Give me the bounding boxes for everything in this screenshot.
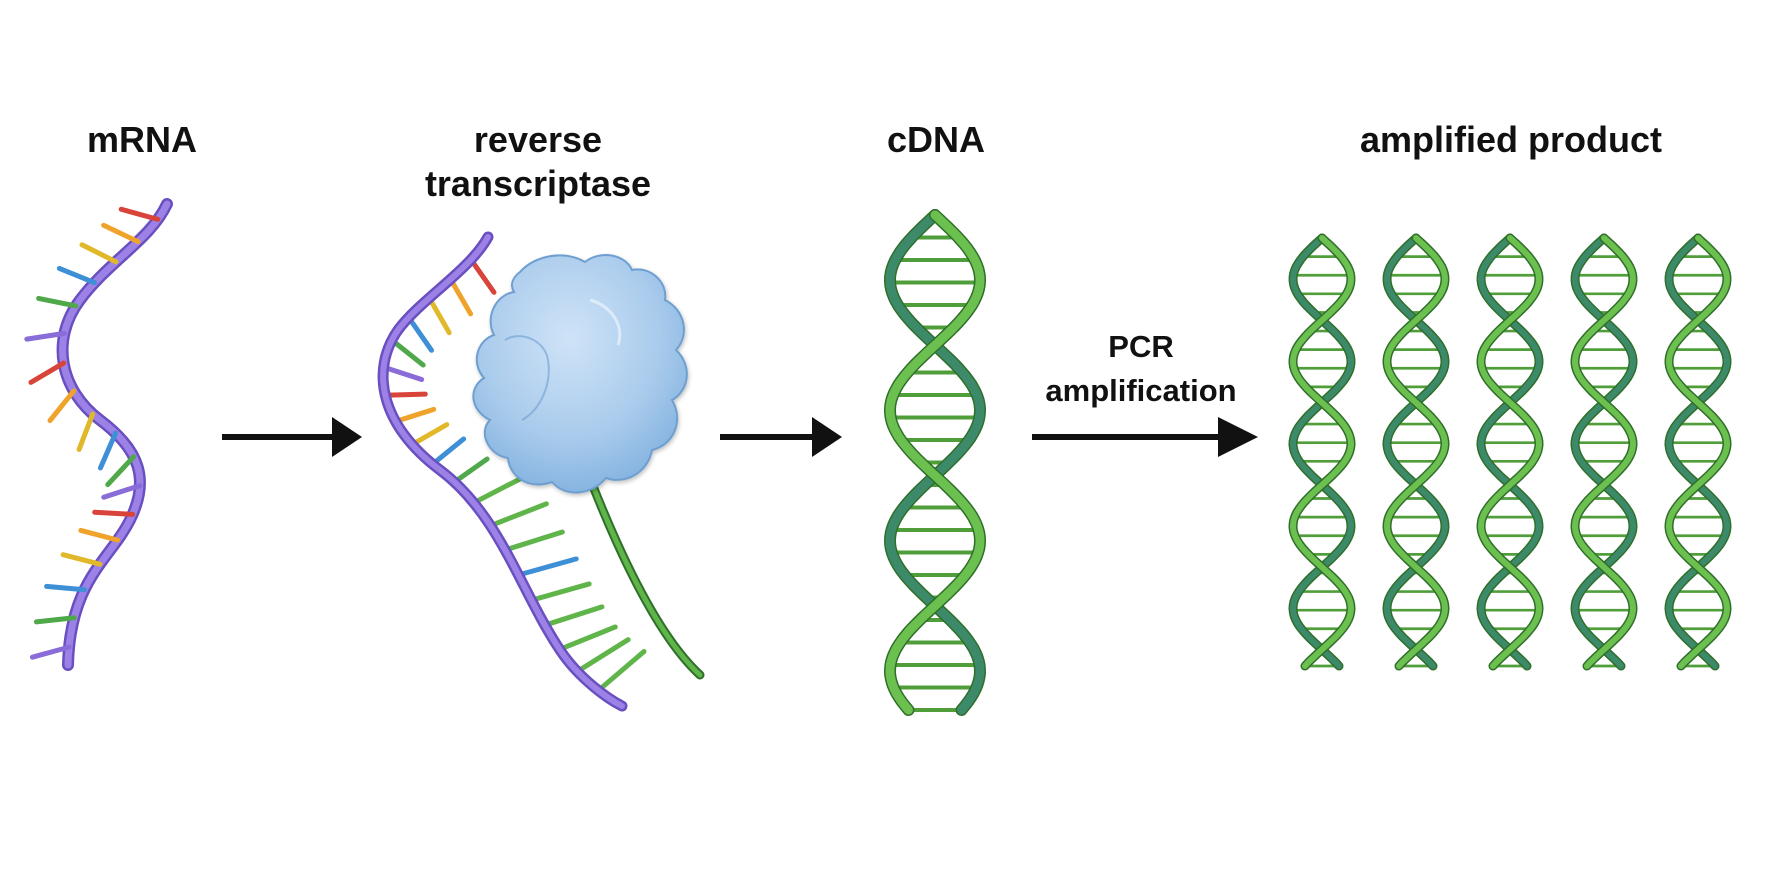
rt-base: [448, 276, 474, 317]
rna-base: [101, 483, 143, 500]
amplified-product-label: amplified product: [1360, 119, 1662, 160]
rna-base: [118, 206, 161, 222]
rna-base: [92, 509, 136, 517]
rna-base: [28, 360, 67, 385]
rt-base-pairs: [381, 257, 647, 693]
rt-base: [382, 391, 428, 398]
rna-base: [78, 527, 121, 543]
cdna-label: cDNA: [887, 119, 985, 160]
reverse-transcriptase-label-line1: reverse: [474, 119, 602, 160]
double-helix-icon: [1288, 233, 1356, 671]
rna-base: [101, 222, 141, 245]
rt-base: [528, 581, 592, 603]
rt-base: [389, 337, 426, 368]
double-helix-icon: [1382, 233, 1450, 671]
double-helix-icon: [1664, 233, 1732, 671]
rna-base: [24, 330, 67, 342]
rt-base: [502, 529, 565, 553]
rna-base: [44, 583, 87, 593]
rt-base: [468, 257, 497, 295]
arrow-1: [222, 417, 362, 457]
double-helix-icon: [1476, 233, 1544, 671]
rt-base: [430, 436, 467, 467]
reverse-transcriptase-enzyme-icon: [472, 254, 688, 494]
reverse-transcriptase-label-line2: transcriptase: [425, 163, 651, 204]
rt-base: [487, 501, 549, 529]
rt-base: [451, 456, 490, 485]
mrna-label: mRNA: [87, 119, 197, 160]
double-helix-icon: [883, 209, 987, 716]
rna-base: [60, 552, 103, 567]
rt-base: [595, 649, 647, 693]
rna-base: [29, 644, 72, 660]
rt-base: [471, 472, 530, 506]
arrow-3: [1032, 417, 1258, 457]
rna-base: [105, 454, 137, 488]
rt-base: [426, 295, 452, 336]
rna-base: [97, 430, 119, 471]
rna-base: [56, 265, 98, 286]
rt-base: [557, 624, 618, 652]
rt-base: [542, 604, 605, 628]
rt-base: [381, 364, 425, 383]
rt-base: [406, 314, 435, 353]
rt-base: [409, 422, 450, 448]
reverse-transcription-icon: [377, 231, 705, 712]
rna-base: [76, 411, 96, 452]
arrow-2: [720, 417, 842, 457]
pcr-label-line1: PCR: [1108, 329, 1173, 364]
rna-base: [36, 295, 79, 309]
rna-base: [47, 388, 77, 424]
pcr-label-line2: amplification: [1045, 373, 1236, 408]
rt-base: [393, 406, 437, 425]
rna-base: [33, 615, 77, 625]
rt-base: [515, 556, 579, 578]
rt-base: [574, 637, 631, 674]
double-helix-copies-icon: [1288, 233, 1732, 671]
rna-base: [79, 242, 119, 265]
double-helix-icon: [1570, 233, 1638, 671]
double-helix-icon: [883, 209, 987, 716]
rna-strand-icon: [24, 198, 173, 671]
